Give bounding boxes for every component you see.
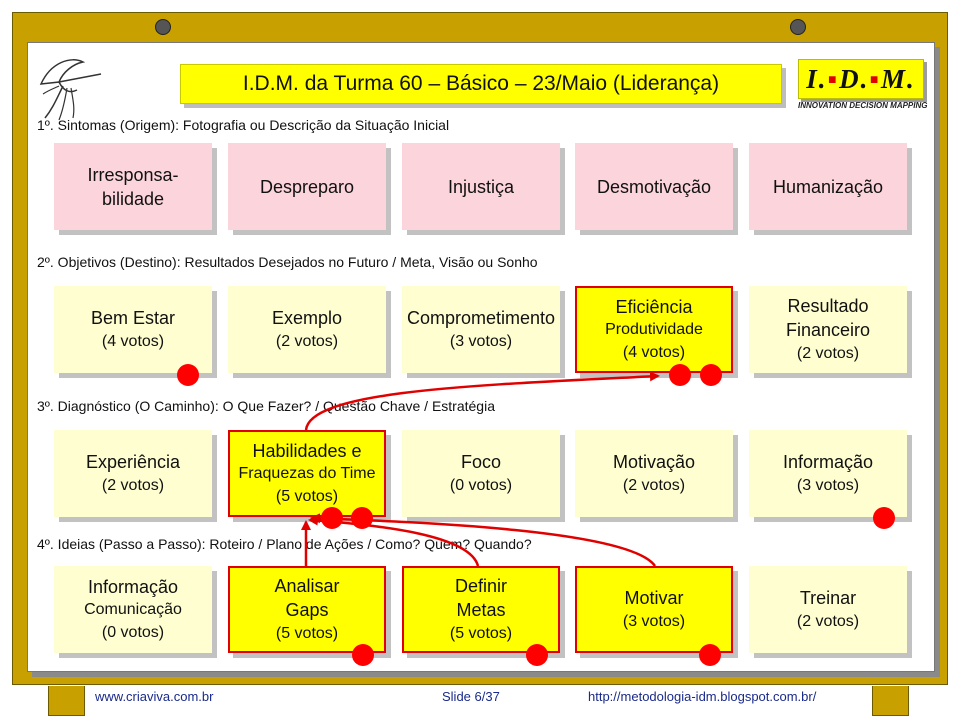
card-detail: (5 votos) <box>275 487 339 505</box>
card-title: Foco <box>460 451 502 472</box>
card-s3-2: Habilidades e Fraquezas do Time (5 votos) <box>228 430 386 517</box>
card-title: Desmotivação <box>596 176 712 197</box>
card-detail: Produtividade <box>605 320 703 338</box>
card-title: Humanização <box>772 176 884 197</box>
pin-left <box>155 19 171 35</box>
card-s1-4: Desmotivação <box>575 143 733 230</box>
card-detail: (2 votos) <box>796 344 860 362</box>
card-s3-1: Experiência (2 votos) <box>54 430 212 517</box>
section-label-diagnostico: 3º. Diagnóstico (O Caminho): O Que Fazer… <box>37 398 495 414</box>
footer-tab-right <box>872 686 909 716</box>
card-detail: (2 votos) <box>275 332 339 350</box>
footer-link-criaviva[interactable]: www.criaviva.com.br <box>95 689 214 704</box>
card-s1-1: Irresponsa-bilidade <box>54 143 212 230</box>
card-title: Irresponsa- <box>87 164 179 185</box>
card-title: Exemplo <box>271 307 343 328</box>
card-title: Eficiência <box>615 296 693 317</box>
card-title: Habilidades e <box>252 440 362 461</box>
card-title: Injustiça <box>447 176 515 197</box>
logo-letter-d: D. <box>839 64 870 94</box>
card-detail: (2 votos) <box>796 612 860 630</box>
card-s2-3: Comprometimento (3 votos) <box>402 286 560 373</box>
footer: www.criaviva.com.br Slide 6/37 http://me… <box>0 686 960 720</box>
card-detail: (4 votos) <box>622 343 686 361</box>
slide-title: I.D.M. da Turma 60 – Básico – 23/Maio (L… <box>180 64 782 104</box>
card-s4-4: Motivar (3 votos) <box>575 566 733 653</box>
card-detail: Fraquezas do Time <box>238 464 376 482</box>
card-title: Bem Estar <box>90 307 176 328</box>
card-detail: Financeiro <box>785 319 871 340</box>
idm-logo: I.▪D.▪M. INNOVATION DECISION MAPPING <box>798 59 930 115</box>
card-s2-2: Exemplo (2 votos) <box>228 286 386 373</box>
card-title: Motivar <box>624 587 684 608</box>
card-title: Motivação <box>612 451 696 472</box>
logo-letter-i: I. <box>806 64 828 94</box>
footer-tab-left <box>48 686 85 716</box>
section-label-objetivos: 2º. Objetivos (Destino): Resultados Dese… <box>37 254 538 270</box>
card-detail: bilidade <box>101 188 165 209</box>
card-title: Comprometimento <box>406 307 556 328</box>
footer-slide-number: Slide 6/37 <box>442 689 500 704</box>
logo-letter-m: M. <box>880 64 916 94</box>
logo-tagline: INNOVATION DECISION MAPPING <box>798 101 928 110</box>
section-label-ideias: 4º. Ideias (Passo a Passo): Roteiro / Pl… <box>37 536 532 552</box>
card-detail: Metas <box>456 599 506 620</box>
card-detail: (3 votos) <box>622 612 686 630</box>
card-detail: (3 votos) <box>796 476 860 494</box>
card-s3-4: Motivação (2 votos) <box>575 430 733 517</box>
card-title: Definir <box>454 575 507 596</box>
card-s1-3: Injustiça <box>402 143 560 230</box>
card-detail: Gaps <box>285 599 329 620</box>
card-title: Resultado <box>787 295 869 316</box>
card-detail: (2 votos) <box>101 476 165 494</box>
card-title: Experiência <box>85 451 181 472</box>
card-detail: (0 votos) <box>101 623 165 641</box>
section-label-sintomas: 1º. Sintomas (Origem): Fotografia ou Des… <box>37 117 450 133</box>
card-detail: Comunicação <box>84 600 182 618</box>
idm-logo-letters: I.▪D.▪M. <box>798 59 924 99</box>
card-title: Informação <box>782 451 874 472</box>
card-detail: (3 votos) <box>449 332 513 350</box>
card-s4-5: Treinar (2 votos) <box>749 566 907 653</box>
card-title: Treinar <box>799 587 857 608</box>
card-detail: (0 votos) <box>449 476 513 494</box>
card-detail: (4 votos) <box>101 332 165 350</box>
card-s1-2: Despreparo <box>228 143 386 230</box>
card-detail: (5 votos) <box>449 624 513 642</box>
footer-link-blog[interactable]: http://metodologia-idm.blogspot.com.br/ <box>588 689 817 704</box>
card-s3-3: Foco (0 votos) <box>402 430 560 517</box>
card-s1-5: Humanização <box>749 143 907 230</box>
card-title: Analisar <box>274 575 340 596</box>
card-title: Despreparo <box>259 176 355 197</box>
card-s2-1: Bem Estar (4 votos) <box>54 286 212 373</box>
pin-right <box>790 19 806 35</box>
card-detail: (2 votos) <box>622 476 686 494</box>
card-title: Informação <box>87 576 179 597</box>
card-detail: (5 votos) <box>275 624 339 642</box>
bird-logo-icon <box>39 59 102 121</box>
card-s3-5: Informação (3 votos) <box>749 430 907 517</box>
